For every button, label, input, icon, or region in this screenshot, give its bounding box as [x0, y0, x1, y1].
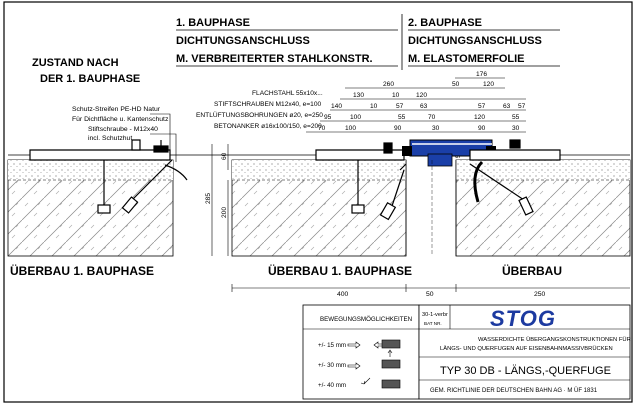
clamp-left [402, 146, 412, 156]
title-approval: GEM. RICHTLINIE DER DEUTSCHEN BAHN AG · … [430, 387, 598, 394]
callout-stud-screw: Stiftschraube - M12x40 [88, 126, 158, 133]
dim-r3-70: 70 [428, 114, 436, 121]
dim-r4-90: 90 [394, 125, 402, 132]
movement-row-15: +/- 15 mm [318, 342, 346, 349]
movement-title: BEWEGUNGSMÖGLICHKEITEN [320, 316, 412, 323]
movement-row-40: +/- 40 mm [318, 382, 346, 389]
dim-r2-63: 63 [420, 103, 428, 110]
section-label-middle: ÜBERBAU 1. BAUPHASE [268, 263, 412, 278]
dim-r3-100: 100 [350, 114, 361, 121]
callout-protective-cap: incl. Schutzhut [88, 135, 132, 142]
concrete-right [455, 159, 631, 257]
dim-bottom-400: 400 [337, 291, 349, 298]
concrete-middle [231, 159, 407, 257]
dim-r2-10: 10 [370, 103, 378, 110]
row-label-flat-steel: FLACHSTAHL 55x10x... [252, 90, 323, 97]
dim-r2-57c: 57 [518, 103, 526, 110]
state-line2: DER 1. BAUPHASE [40, 73, 140, 85]
callout-sealing-surface: Für Dichtfläche u. Kantenschutz [72, 116, 169, 123]
dim-bottom-50: 50 [426, 291, 434, 298]
dim-top-50: 50 [452, 81, 460, 88]
movement-arrow-icon [347, 339, 401, 389]
phase1-line3: M. VERBREITERTER STAHLKONSTR. [176, 53, 373, 65]
row-labels: FLACHSTAHL 55x10x... STIFTSCHRAUBEN M12x… [196, 90, 323, 130]
callout-leader-2 [150, 133, 177, 162]
section-label-left: ÜBERBAU 1. BAUPHASE [10, 263, 154, 278]
dim-v-200: 200 [221, 207, 228, 218]
dim-r1-130: 130 [353, 92, 364, 99]
dim-r4-90b: 90 [478, 125, 486, 132]
steel-profile-middle [315, 142, 407, 221]
dim-r4-30b: 30 [512, 125, 520, 132]
concrete-left [7, 159, 174, 257]
dim-r4-100: 100 [345, 125, 356, 132]
dim-r3-120: 120 [474, 114, 485, 121]
title-description-1: WASSERDICHTE ÜBERGANGSKONSTRUKTIONEN FÜR [478, 336, 631, 343]
dim-r2-57b: 57 [478, 103, 486, 110]
dim-r2-63b: 63 [503, 103, 511, 110]
phase1-line1: 1. BAUPHASE [176, 17, 250, 29]
steel-profile-left [29, 139, 188, 214]
phase2-line1: 2. BAUPHASE [408, 17, 482, 29]
phase1-line2: DICHTUNGSANSCHLUSS [176, 35, 310, 47]
movement-row-30: +/- 30 mm [318, 362, 346, 369]
dim-v-60: 60 [221, 152, 228, 160]
seal-web [427, 153, 453, 167]
left-callouts: Schutz-Streifen PE-HD Natur Für Dichtflä… [72, 106, 169, 142]
dim-r3-55: 55 [398, 114, 406, 121]
drawing-ref: 30-1-verbr [422, 312, 448, 318]
dim-r2-140: 140 [331, 103, 342, 110]
phase2-line3: M. ELASTOMERFOLIE [408, 53, 525, 65]
dimension-chains: 176 260 50 120 130 10 120 140 10 57 63 5… [306, 71, 526, 133]
phase2-line2: DICHTUNGSANSCHLUSS [408, 35, 542, 47]
dim-top-260: 260 [383, 81, 394, 88]
callout-protective-strip: Schutz-Streifen PE-HD Natur [72, 106, 161, 113]
dim-top-176: 176 [476, 71, 487, 78]
phase2-heading: 2. BAUPHASE DICHTUNGSANSCHLUSS M. ELASTO… [408, 17, 542, 65]
dim-r4-70: 70 [318, 125, 326, 132]
steel-profile-right [469, 139, 561, 216]
state-heading: ZUSTAND NACH DER 1. BAUPHASE [32, 57, 140, 85]
drawing-frame [3, 1, 633, 403]
bottom-dimension: 400 50 250 [231, 284, 630, 298]
row-label-stud-screws: STIFTSCHRAUBEN M12x40, e=100 [214, 101, 322, 108]
dim-r1-10: 10 [392, 92, 400, 99]
section-labels: ÜBERBAU 1. BAUPHASE ÜBERBAU 1. BAUPHASE … [10, 263, 562, 278]
section-label-right: ÜBERBAU [502, 263, 562, 278]
state-line1: ZUSTAND NACH [32, 57, 119, 69]
dim-r3-55b: 55 [512, 114, 520, 121]
title-description-2: LÄNGS- UND QUERFUGEN AUF EISENBAHNMASSIV… [440, 345, 613, 352]
dim-top-120: 120 [483, 81, 494, 88]
dim-r3-95: 95 [324, 114, 332, 121]
dim-r4-30: 30 [432, 125, 440, 132]
dim-r1-120: 120 [416, 92, 427, 99]
dim-r2-57: 57 [396, 103, 404, 110]
title-block: 30-1-verbr BAT NR. STOG WASSERDICHTE ÜBE… [418, 304, 631, 400]
dim-v-285: 285 [205, 193, 212, 204]
row-label-anchors: BETONANKER ø16x100/150, e=200 [214, 123, 322, 130]
row-label-vent-holes: ENTLÜFTUNGSBOHRUNGEN ø20, e=250 [196, 111, 323, 119]
phase1-heading: 1. BAUPHASE DICHTUNGSANSCHLUSS M. VERBRE… [176, 17, 373, 65]
dim-bottom-250: 250 [534, 291, 546, 298]
drawing-ref-sub: BAT NR. [424, 321, 442, 326]
title-type: TYP 30 DB - LÄNGS,-QUERFUGE [440, 365, 611, 377]
movement-table: BEWEGUNGSMÖGLICHKEITEN +/- 15 mm +/- 30 … [302, 304, 420, 400]
stog-logo: STOG [490, 306, 556, 331]
